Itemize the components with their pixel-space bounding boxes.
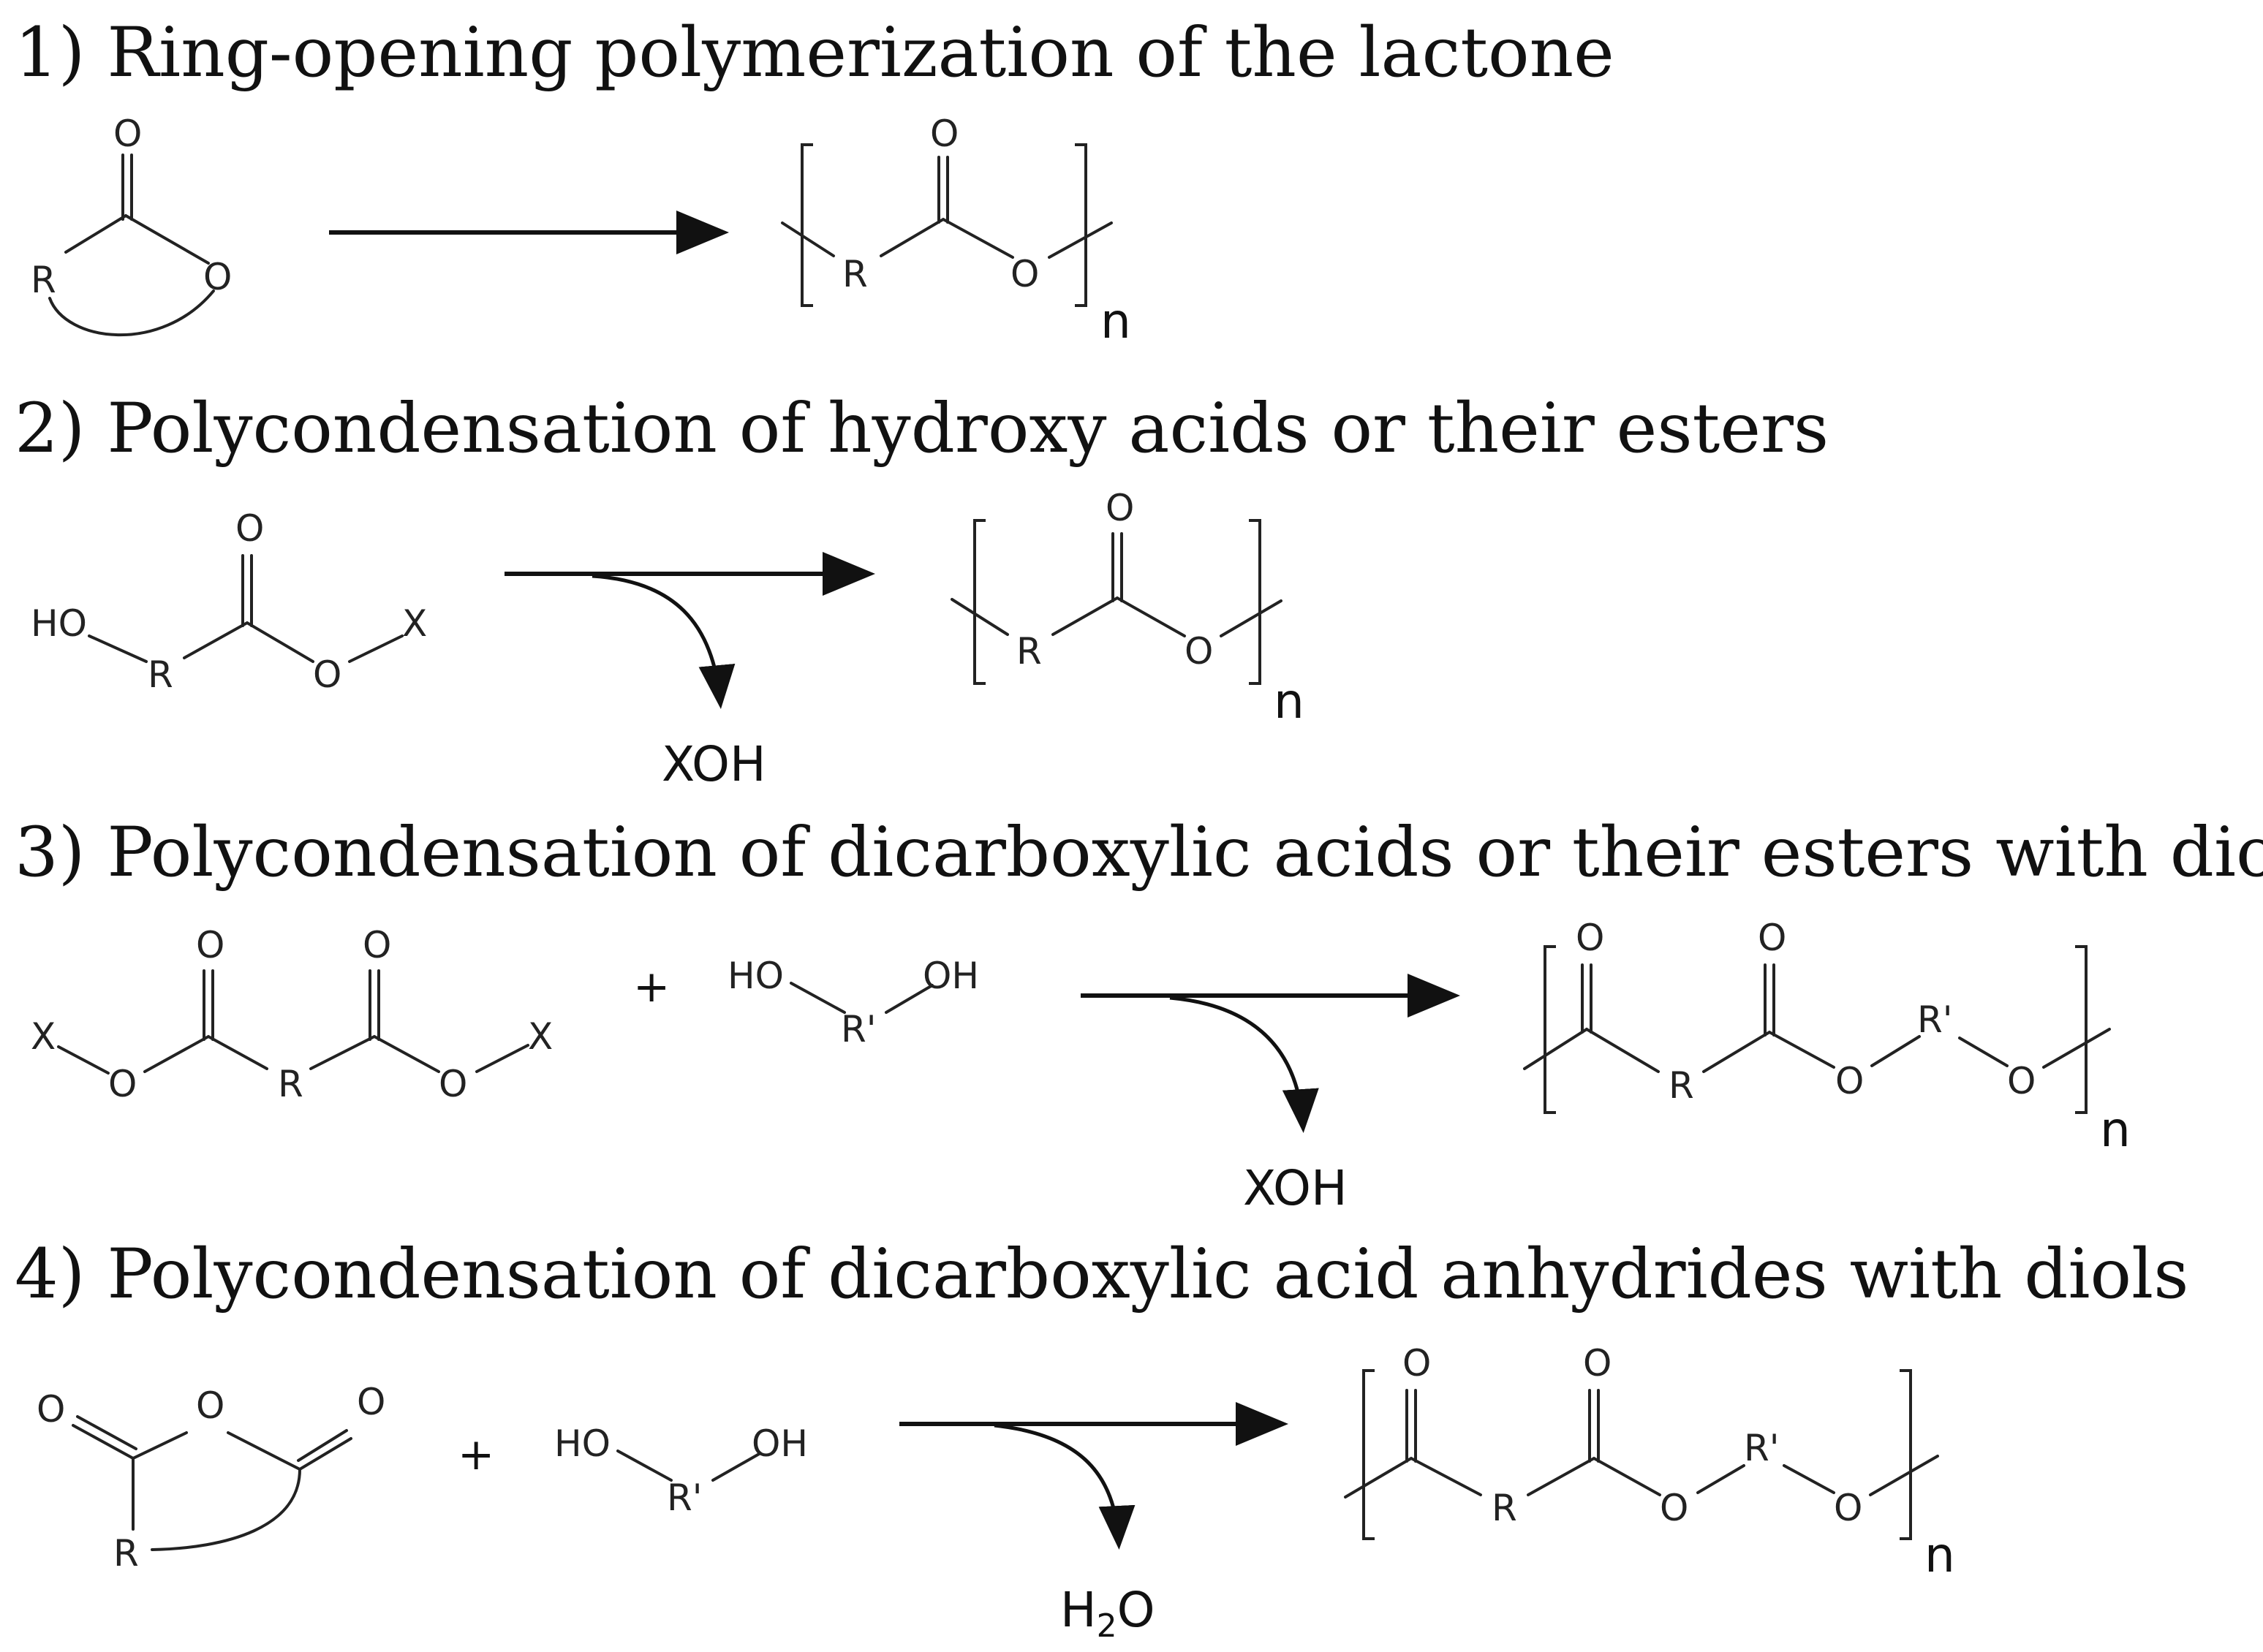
reaction-1-heading: 1) Ring-opening polymerization of the la… — [15, 13, 1614, 93]
lactone-carbonyl-o: O — [113, 113, 142, 155]
diester-x2: X — [528, 1015, 553, 1058]
reaction-3: 3) Polycondensation of dicarboxylic acid… — [15, 813, 2263, 1216]
svg-text:H2O: H2O — [1060, 1582, 1155, 1645]
diester-carbonyl-o1: O — [196, 924, 224, 966]
product-3-ester-o2: O — [2007, 1060, 2036, 1102]
diester-r: R — [278, 1063, 303, 1105]
polyester-product-1: O R O n — [781, 113, 1131, 349]
product-4-ester-o1: O — [1660, 1487, 1688, 1529]
product-4-carbonyl-o2: O — [1583, 1342, 1612, 1384]
product-1-repeat-n: n — [1100, 293, 1131, 349]
anhydride-carbonyl-o2: O — [357, 1381, 385, 1423]
diol-3-oh: OH — [923, 955, 979, 997]
anhydride-structure: O O O R — [37, 1381, 385, 1575]
diol-3-ho: HO — [728, 955, 784, 997]
lactone-ring-o: O — [203, 256, 232, 298]
polyester-product-4: O R O O R' O n — [1344, 1342, 1955, 1583]
diol-3-r-prime: R' — [841, 1008, 877, 1050]
reaction-2: 2) Polycondensation of hydroxy acids or … — [15, 389, 1829, 792]
reaction-3-heading: 3) Polycondensation of dicarboxylic acid… — [15, 813, 2263, 893]
product-4-repeat-n: n — [1924, 1527, 1955, 1583]
product-3-ester-o1: O — [1835, 1060, 1864, 1102]
reaction-2-byproduct-arrow — [592, 574, 736, 709]
byproduct-subscript: 2 — [1097, 1607, 1117, 1645]
polyester-product-3: O R O O R' O n — [1523, 917, 2131, 1158]
hydroxy-x: X — [402, 602, 427, 645]
hydroxy-ester-o: O — [313, 653, 341, 696]
product-1-r: R — [842, 253, 868, 295]
byproduct-o: O — [1117, 1582, 1155, 1638]
product-1-carbonyl-o: O — [930, 113, 959, 155]
diester-structure: X O O R O O X — [31, 924, 553, 1105]
product-4-ester-o2: O — [1834, 1487, 1862, 1529]
product-2-repeat-n: n — [1274, 673, 1304, 730]
reaction-4: 4) Polycondensation of dicarboxylic acid… — [15, 1235, 2188, 1645]
reaction-2-heading: 2) Polycondensation of hydroxy acids or … — [15, 389, 1829, 469]
hydroxy-ho: HO — [31, 602, 87, 645]
product-3-carbonyl-o2: O — [1758, 917, 1786, 959]
anhydride-carbonyl-o1: O — [37, 1388, 65, 1431]
hydroxy-r: R — [148, 653, 173, 696]
reaction-3-byproduct: XOH — [1243, 1160, 1348, 1216]
product-3-r: R — [1669, 1064, 1694, 1107]
hydroxy-carbonyl-o: O — [235, 507, 264, 550]
reaction-4-plus: + — [458, 1429, 494, 1480]
reaction-3-byproduct-arrow — [1169, 996, 1319, 1133]
product-2-r: R — [1016, 630, 1042, 672]
diester-carbonyl-o2: O — [363, 924, 391, 966]
diester-o2: O — [439, 1063, 467, 1105]
diol-4-r-prime: R' — [667, 1477, 703, 1519]
reaction-3-plus: + — [633, 961, 670, 1012]
product-4-carbonyl-o1: O — [1402, 1342, 1431, 1384]
diol-structure-3: HO R' OH — [728, 955, 979, 1050]
reaction-4-byproduct-arrow — [994, 1423, 1136, 1550]
reaction-2-byproduct: XOH — [662, 736, 766, 792]
diester-o1: O — [108, 1063, 137, 1105]
hydroxy-ester-structure: HO R O O X — [31, 507, 427, 696]
product-2-carbonyl-o: O — [1106, 487, 1134, 529]
reaction-1: 1) Ring-opening polymerization of the la… — [15, 13, 1614, 349]
reaction-4-byproduct: H2O — [1060, 1582, 1155, 1645]
diol-structure-4: HO R' OH — [554, 1422, 808, 1519]
lactone-r: R — [31, 259, 56, 301]
product-2-ester-o: O — [1185, 630, 1213, 672]
polyester-product-2: O R O n — [951, 487, 1304, 730]
product-3-carbonyl-o1: O — [1576, 917, 1604, 959]
diester-x1: X — [31, 1015, 56, 1058]
product-4-r: R — [1492, 1487, 1517, 1529]
diol-4-ho: HO — [554, 1422, 611, 1465]
anhydride-bridge-o: O — [196, 1384, 224, 1427]
product-3-repeat-n: n — [2100, 1102, 2131, 1158]
lactone-structure: O R O — [31, 113, 232, 337]
anhydride-r: R — [113, 1532, 139, 1575]
diol-4-oh: OH — [752, 1422, 808, 1465]
product-1-ester-o: O — [1010, 253, 1039, 295]
byproduct-h: H — [1060, 1582, 1097, 1638]
reaction-4-heading: 4) Polycondensation of dicarboxylic acid… — [15, 1235, 2188, 1314]
product-4-r-prime: R' — [1744, 1427, 1780, 1469]
product-3-r-prime: R' — [1917, 999, 1953, 1041]
